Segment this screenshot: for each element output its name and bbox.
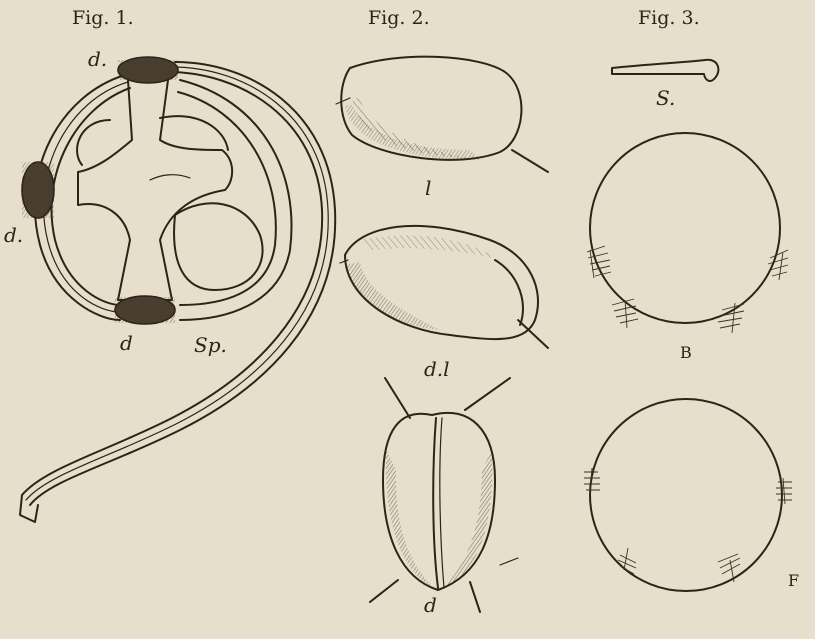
fig3-ring-f-bristles (584, 468, 792, 582)
fig2-dorsal-view (383, 413, 495, 590)
fig3-label-f: F (788, 571, 799, 590)
fig1-label-d-left: d. (4, 223, 23, 247)
fig2-title: Fig. 2. (368, 7, 430, 29)
fig2-lateral-view (341, 57, 521, 160)
fig2-label-d: d (424, 593, 437, 617)
fig3-spicule (612, 60, 718, 81)
fig1-label-d-top: d. (88, 47, 107, 71)
fig3-ring-b (590, 133, 780, 323)
fig2-drawing: l d.l d (336, 57, 548, 617)
fig3-label-b: B (680, 343, 692, 362)
fig1-drawing: d. d. d Sp. (4, 47, 335, 522)
fig1-label-d-bottom: d (120, 331, 133, 355)
fig2-label-dl: d.l (424, 357, 450, 381)
fig1-title: Fig. 1. (72, 7, 134, 29)
fig3-ring-f (590, 399, 782, 591)
fig3-drawing: S. B F (584, 60, 799, 591)
fig1-label-sp: Sp. (194, 333, 227, 357)
fig3-label-s: S. (656, 86, 675, 110)
fig2-label-l: l (425, 176, 431, 200)
fig3-title: Fig. 3. (638, 7, 700, 29)
